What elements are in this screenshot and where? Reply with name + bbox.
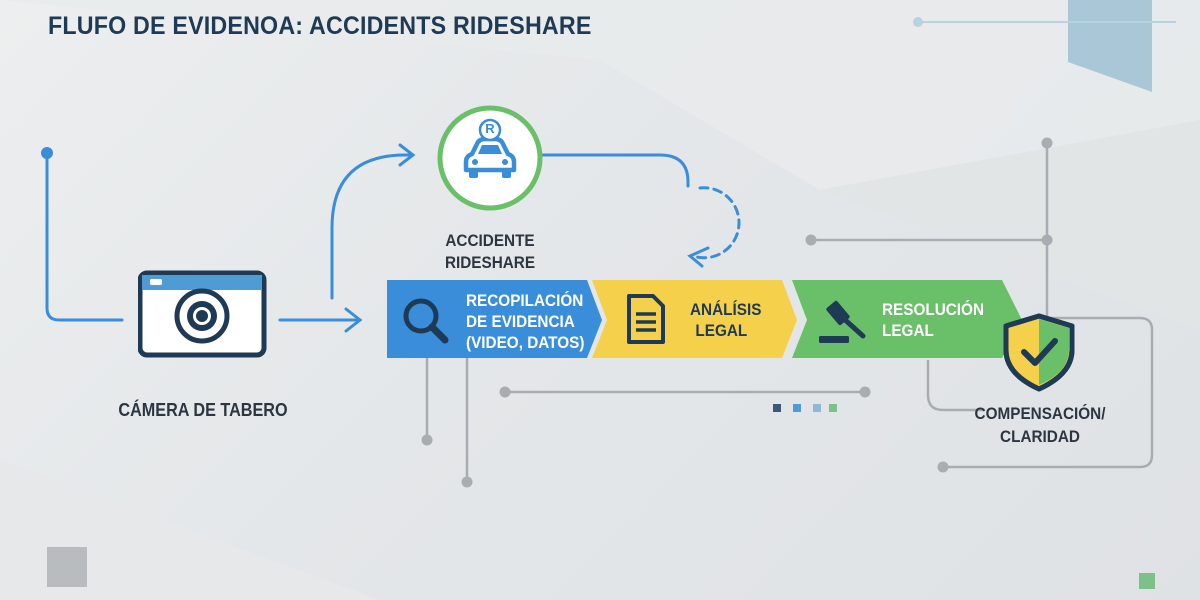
gavel-icon bbox=[819, 300, 866, 343]
accident-label-line2: RIDESHARE bbox=[444, 253, 536, 272]
arrowhead bbox=[687, 246, 710, 268]
accident-node: R bbox=[436, 104, 544, 212]
rideshare-badge-letter: R bbox=[485, 121, 495, 136]
bg-facet bbox=[0, 0, 1200, 190]
progress-squares bbox=[773, 404, 837, 412]
connector-start-dot bbox=[41, 147, 53, 159]
accident-loop-connector bbox=[541, 153, 690, 188]
camera-node bbox=[137, 270, 268, 358]
corner-square bbox=[47, 547, 87, 587]
camera-input-connector bbox=[45, 151, 124, 322]
step-evidence-line3: (VIDEO, DATOS) bbox=[466, 333, 585, 352]
page-title: FLUFO DE EVIDENOA: ACCIDENTS RIDESHARE bbox=[48, 12, 592, 40]
step-evidence-line1: RECOPILACIÓN bbox=[466, 291, 584, 310]
camera-icon bbox=[137, 270, 267, 358]
step-analysis-line1: ANÁLÍSIS bbox=[690, 300, 762, 319]
decor-connector-dots bbox=[421, 137, 1053, 488]
step-resolution-line1: RESOLUCIÓN bbox=[882, 300, 985, 319]
accident-dashed-loop bbox=[691, 186, 741, 260]
arrowhead bbox=[398, 143, 416, 167]
accident-label-line1: ACCIDENTE bbox=[445, 231, 535, 250]
magnifier-icon bbox=[403, 298, 449, 344]
compensation-label: COMPENSACIÓN/ CLARIDAD bbox=[959, 402, 1121, 448]
step-evidence-line2: DE EVIDENCIA bbox=[466, 312, 575, 331]
compensation-label-line2: CLARIDAD bbox=[1000, 427, 1080, 446]
camera-label: CÁMERA DE TABERO bbox=[118, 400, 288, 420]
shield-check-icon bbox=[1003, 313, 1075, 392]
step-evidence-text: RECOPILACIÓN DE EVIDENCIA (VIDEO, DATOS) bbox=[466, 290, 584, 353]
bg-facet bbox=[820, 120, 1200, 330]
step-resolution-shape bbox=[792, 280, 1022, 358]
step-analysis-text: ANÁLÍSIS LEGAL bbox=[690, 299, 761, 341]
accident-label: ACCIDENTE RIDESHARE bbox=[409, 230, 571, 274]
step-analysis-line2: LEGAL bbox=[695, 321, 748, 340]
document-icon bbox=[627, 294, 665, 344]
compensation-label-line1: COMPENSACIÓN/ bbox=[974, 404, 1106, 423]
arrowhead bbox=[344, 307, 363, 333]
decor-connectors bbox=[425, 143, 1154, 482]
flow-connectors bbox=[45, 143, 741, 333]
corner-square bbox=[1139, 573, 1155, 589]
process-chevrons bbox=[387, 280, 1022, 358]
car-icon bbox=[437, 105, 543, 211]
bg-facet bbox=[0, 460, 380, 600]
step-resolution-line2: LEGAL bbox=[882, 321, 934, 340]
bg-accent-dot bbox=[913, 17, 923, 27]
step-resolution-text: RESOLUCIÓN LEGAL bbox=[882, 299, 984, 341]
camera-to-accident-arrow bbox=[330, 153, 414, 300]
